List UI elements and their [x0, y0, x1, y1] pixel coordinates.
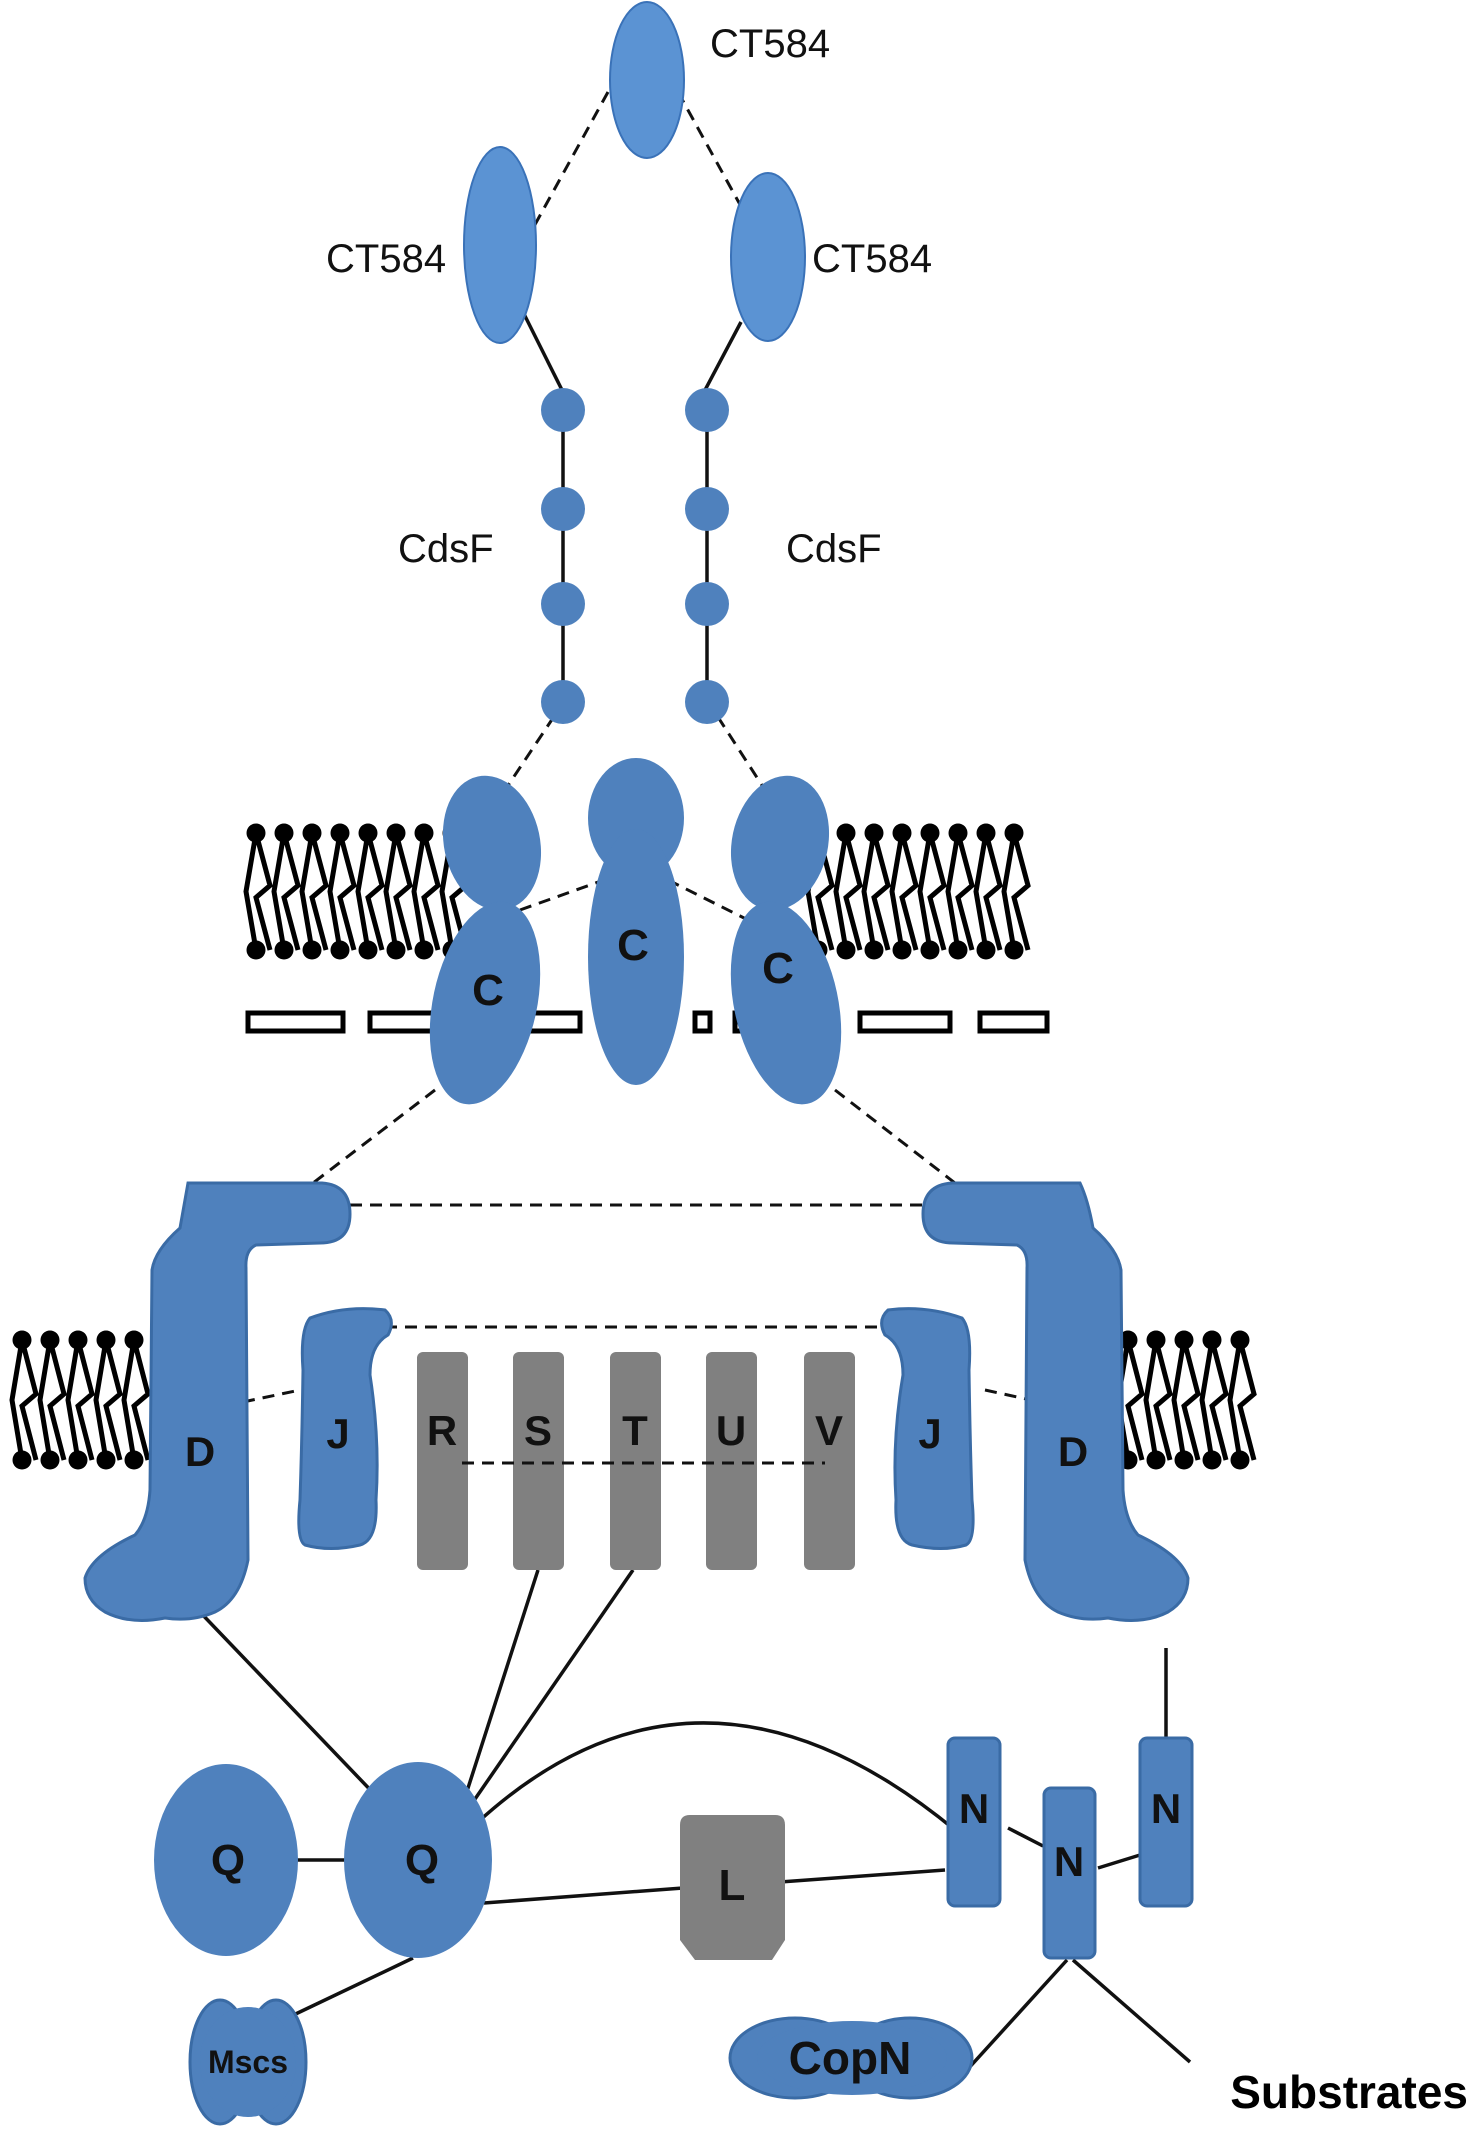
q-proteins — [154, 1762, 492, 1958]
label-s: S — [524, 1407, 552, 1454]
cdsf-label-left: CdsF — [398, 527, 494, 571]
ct584-left — [463, 146, 537, 344]
label-r: R — [427, 1407, 457, 1454]
ct584-top — [609, 1, 685, 159]
cdsf-subunit — [685, 582, 729, 626]
cdsf-subunit — [685, 680, 729, 724]
ct584-label-right: CT584 — [812, 237, 932, 281]
outer-membrane — [243, 823, 1031, 960]
line-n-n-lower — [1097, 1853, 1141, 1870]
label-t: T — [622, 1407, 648, 1454]
mscs-fill — [200, 2007, 296, 2117]
q-label-left: Q — [211, 1836, 245, 1885]
line-s-q — [458, 1569, 540, 1814]
n-label-left: N — [959, 1785, 989, 1832]
dash-ct584-top-left — [530, 91, 610, 231]
q-protein-right — [344, 1762, 492, 1958]
secretin-c-left — [429, 775, 542, 1105]
d-protein-right — [921, 1181, 1190, 1622]
line-q-l — [483, 1886, 684, 1905]
dash-c-right-d — [834, 1088, 956, 1185]
secretin-label-left: C — [472, 966, 504, 1015]
line-d-q — [196, 1608, 382, 1802]
line-n-n-upper — [1007, 1826, 1044, 1848]
j-proteins — [297, 1307, 975, 1550]
d-label-left: D — [185, 1428, 215, 1475]
d-proteins — [83, 1181, 1190, 1622]
line-ct584-left-cdsf — [520, 309, 565, 393]
n-label-right: N — [1151, 1785, 1181, 1832]
line-l-n — [779, 1868, 946, 1884]
dash-c-left-d — [312, 1088, 436, 1185]
j-protein-left — [297, 1307, 393, 1550]
line-t-q — [462, 1569, 635, 1816]
copn-fill — [757, 2021, 947, 2095]
ct584-tip-complex: CT584 CT584 CT584 — [326, 1, 932, 344]
ct584-label-left: CT584 — [326, 237, 446, 281]
secretin-label-center: C — [617, 921, 649, 970]
protein-v — [804, 1352, 855, 1570]
label-l: L — [719, 1861, 746, 1910]
d-protein-left — [83, 1181, 352, 1622]
n-label-center: N — [1054, 1838, 1084, 1885]
secretin-label-right: C — [762, 944, 794, 993]
protein-s — [513, 1352, 564, 1570]
cdsf-subunit — [541, 487, 585, 531]
label-v: V — [815, 1407, 843, 1454]
protein-r — [417, 1352, 468, 1570]
j-protein-right — [880, 1307, 975, 1550]
peptidoglycan-segment — [977, 1010, 1050, 1034]
peptidoglycan-segment — [692, 1010, 713, 1034]
mscs-label: Mscs — [208, 2044, 288, 2080]
cdsf-needle — [541, 388, 729, 724]
j-label-left: J — [326, 1410, 349, 1457]
n-protein-center — [1042, 1786, 1097, 1960]
dash-cdsf-right-c — [705, 699, 767, 791]
j-label-right: J — [918, 1410, 941, 1457]
n-protein-left — [946, 1736, 1002, 1908]
protein-u — [706, 1352, 757, 1570]
cdsf-subunit — [685, 487, 729, 531]
n-proteins — [946, 1736, 1194, 1960]
cdsf-subunit — [541, 680, 585, 724]
dash-cdsf-left-c — [503, 699, 567, 791]
cdsf-subunit — [541, 582, 585, 626]
line-n-substrates — [1071, 1958, 1192, 2064]
cdsf-label-right: CdsF — [786, 527, 882, 571]
export-apparatus — [417, 1352, 855, 1570]
arc-q-n — [476, 1721, 957, 1832]
line-ct584-right-cdsf — [702, 321, 743, 393]
q-label-right: Q — [405, 1836, 439, 1885]
dash-ct584-top-right — [676, 91, 745, 211]
substrates-label: Substrates — [1230, 2066, 1468, 2118]
cdsf-subunit — [541, 388, 585, 432]
secretin-complex — [429, 758, 842, 1105]
copn-label: CopN — [789, 2032, 912, 2084]
secretin-c-right — [730, 775, 842, 1105]
peptidoglycan-segment — [857, 1010, 953, 1034]
line-n-copn — [965, 1958, 1069, 2072]
cdsf-subunit — [685, 388, 729, 432]
q-protein-left — [154, 1764, 298, 1956]
protein-l — [680, 1815, 785, 1960]
d-label-right: D — [1058, 1428, 1088, 1475]
peptidoglycan-segment — [245, 1010, 346, 1034]
dash-d-j-left — [242, 1388, 301, 1404]
label-u: U — [716, 1407, 746, 1454]
solid-interactions — [196, 309, 1192, 2072]
line-q-mscs — [282, 1956, 414, 2022]
ct584-label-top: CT584 — [710, 22, 830, 66]
n-protein-right — [1138, 1736, 1194, 1908]
ct584-right — [730, 172, 806, 342]
secretin-c-center — [588, 758, 684, 1085]
protein-t — [610, 1352, 661, 1570]
